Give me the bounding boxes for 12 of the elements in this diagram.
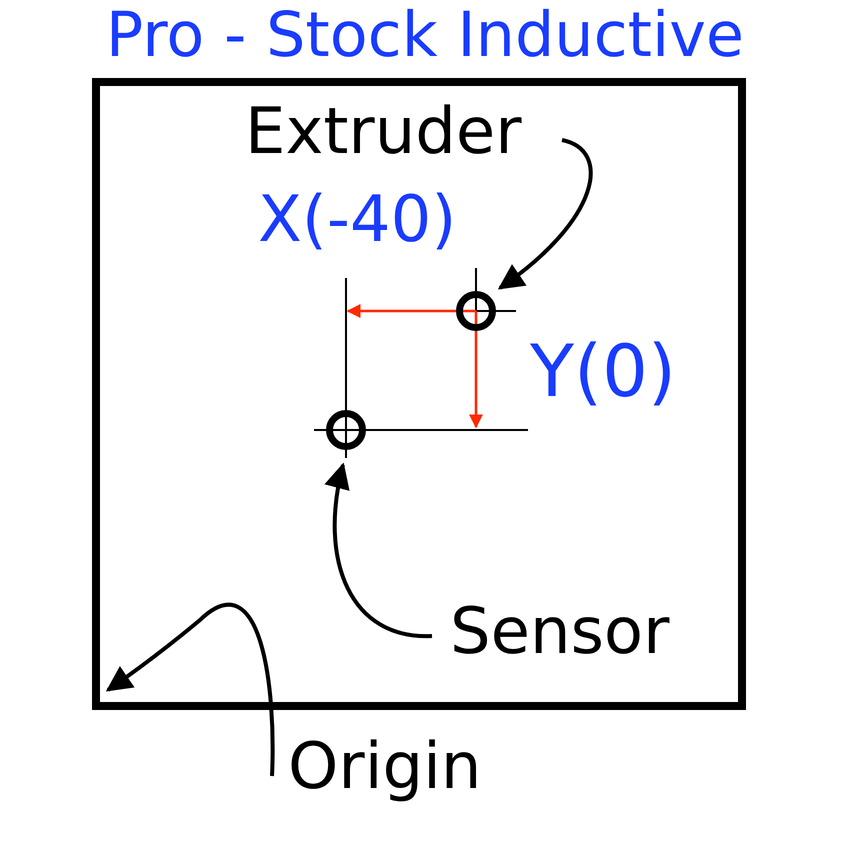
diagram-title: Pro - Stock Inductive — [104, 4, 746, 66]
callout-label: Extruder — [245, 100, 522, 164]
callout-label: Sensor — [450, 600, 670, 664]
dimension-label: X(-40) — [258, 188, 456, 252]
leader-arrow — [498, 138, 592, 290]
leader-arrow — [325, 462, 432, 638]
callout-label: Origin — [288, 735, 482, 799]
bed-outline — [92, 78, 746, 710]
nozzle-ring — [456, 291, 496, 331]
nozzle-ring — [326, 410, 366, 450]
dimension-label: Y(0) — [530, 335, 676, 407]
leader-arrow — [106, 603, 275, 776]
